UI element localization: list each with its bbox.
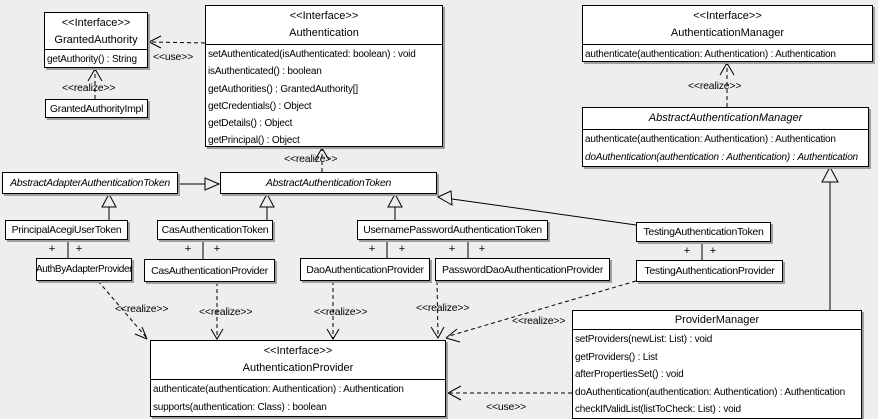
class-name: AuthenticationProvider xyxy=(242,362,354,374)
method: getDetails() : Object xyxy=(208,118,293,130)
association-lines xyxy=(67,240,703,260)
class-name: ProviderManager xyxy=(674,314,760,326)
class-header: <<Interface>> GrantedAuthority xyxy=(45,13,147,49)
method: getAuthority() : String xyxy=(47,54,137,65)
method: authenticate(authentication: Authenticat… xyxy=(153,384,404,395)
class-name: GrantedAuthorityImpl xyxy=(49,102,144,115)
use-label-authentication-grantedauthority: <<use>> xyxy=(153,51,194,63)
class-name: DaoAuthenticationProvider xyxy=(306,263,424,276)
class-granted-authority-impl: GrantedAuthorityImpl xyxy=(45,99,148,118)
generalization-cas-token xyxy=(259,192,275,220)
class-abstract-adapter-authentication-token: AbstractAdapterAuthenticationToken xyxy=(2,172,178,194)
class-cas-authentication-provider: CasAuthenticationProvider xyxy=(144,259,275,282)
class-principal-acegi-user-token: PrincipalAcegiUserToken xyxy=(5,220,128,240)
realize-label-abstract-token: <<realize>> xyxy=(284,153,338,165)
class-authentication: <<Interface>> Authentication setAuthenti… xyxy=(205,5,443,147)
method: getAuthorities() : GrantedAuthority[] xyxy=(208,83,358,95)
association-end-plus: + xyxy=(398,243,406,255)
method: getCredentials() : Object xyxy=(208,100,312,112)
method: doAuthentication(authentication: Authent… xyxy=(575,386,845,398)
class-cas-authentication-token: CasAuthenticationToken xyxy=(157,220,273,240)
class-name: TestingAuthenticationToken xyxy=(643,226,764,238)
method: supports(authentication: Class) : boolea… xyxy=(153,402,327,413)
class-abstract-authentication-token: AbstractAuthenticationToken xyxy=(220,172,437,194)
generalization-adapter-token xyxy=(178,177,221,191)
method-abstract: doAuthentication(authentication : Authen… xyxy=(585,152,858,163)
class-name: PrincipalAcegiUserToken xyxy=(11,224,122,236)
association-end-plus: + xyxy=(184,243,192,255)
realize-label-dao: <<realize>> xyxy=(314,306,368,318)
class-name: AuthByAdapterProvider xyxy=(35,263,133,275)
realize-label-grantedauthorityimpl: <<realize>> xyxy=(62,82,116,94)
realize-label-passworddao: <<realize>> xyxy=(416,302,470,314)
class-authentication-manager: <<Interface>> AuthenticationManager auth… xyxy=(582,5,873,62)
association-end-plus: + xyxy=(709,245,717,257)
method: authenticate(authentication: Authenticat… xyxy=(585,49,836,60)
association-end-plus: + xyxy=(75,243,83,255)
methods-compartment: authenticate(authentication: Authenticat… xyxy=(583,44,872,61)
methods-compartment: authenticate(authentication: Authenticat… xyxy=(151,379,445,416)
generalization-usernamepassword-token xyxy=(387,192,403,220)
stereotype-label: <<Interface>> xyxy=(61,17,131,29)
class-name: AbstractAdapterAuthenticationToken xyxy=(10,177,170,189)
class-header: ProviderManager xyxy=(573,311,861,329)
association-end-plus: + xyxy=(683,245,691,257)
class-abstract-authentication-manager: AbstractAuthenticationManager authentica… xyxy=(582,107,869,167)
realize-label-testing: <<realize>> xyxy=(512,315,566,327)
class-name: CasAuthenticationProvider xyxy=(151,264,268,277)
use-authentication-grantedauthority xyxy=(147,35,206,49)
association-end-plus: + xyxy=(48,243,56,255)
class-provider-manager: ProviderManager setProviders(newList: Li… xyxy=(572,310,862,419)
method: getProviders() : List xyxy=(575,351,658,363)
class-testing-authentication-provider: TestingAuthenticationProvider xyxy=(636,260,783,282)
class-testing-authentication-token: TestingAuthenticationToken xyxy=(636,222,771,242)
stereotype-label: <<Interface>> xyxy=(263,345,333,357)
class-dao-authentication-provider: DaoAuthenticationProvider xyxy=(300,258,430,281)
methods-compartment: getAuthority() : String xyxy=(45,49,147,67)
class-granted-authority: <<Interface>> GrantedAuthority getAuthor… xyxy=(44,12,148,68)
method: setProviders(newList: List) : void xyxy=(575,334,713,345)
class-header: <<Interface>> AuthenticationProvider xyxy=(151,341,445,379)
class-password-dao-authentication-provider: PasswordDaoAuthenticationProvider xyxy=(435,258,610,281)
class-name: AbstractAuthenticationManager xyxy=(648,112,803,124)
generalization-provider-manager xyxy=(821,165,839,310)
method: checkIfValidList(listToCheck: List) : vo… xyxy=(575,404,741,416)
class-auth-by-adapter-provider: AuthByAdapterProvider xyxy=(36,258,132,281)
method: setAuthenticated(isAuthenticated: boolea… xyxy=(208,49,416,60)
stereotype-label: <<Interface>> xyxy=(693,10,762,22)
class-name: UsernamePasswordAuthenticationToken xyxy=(363,224,542,236)
association-end-plus: + xyxy=(478,243,486,255)
association-end-plus: + xyxy=(368,243,376,255)
realize-label-abstract-manager: <<realize>> xyxy=(688,80,742,92)
association-end-plus: + xyxy=(213,243,221,255)
realize-label-authbyadapter: <<realize>> xyxy=(115,303,169,315)
generalization-principal-token xyxy=(101,192,117,220)
stereotype-label: <<Interface>> xyxy=(289,10,359,22)
association-end-plus: + xyxy=(448,243,456,255)
class-name: PasswordDaoAuthenticationProvider xyxy=(441,263,604,276)
method: afterPropertiesSet() : void xyxy=(575,369,684,381)
class-header: AbstractAuthenticationManager xyxy=(583,108,868,129)
realize-label-cas: <<realize>> xyxy=(199,306,253,318)
class-name: AuthenticationManager xyxy=(670,27,785,39)
class-name: CasAuthenticationToken xyxy=(161,224,269,236)
method: isAuthenticated() : boolean xyxy=(208,66,322,78)
class-authentication-provider: <<Interface>> AuthenticationProvider aut… xyxy=(150,340,446,417)
methods-compartment: authenticate(authentication: Authenticat… xyxy=(583,129,868,166)
methods-compartment: setProviders(newList: List) : void getPr… xyxy=(573,329,861,418)
class-name: TestingAuthenticationProvider xyxy=(644,265,775,277)
method: authenticate(authentication: Authenticat… xyxy=(585,134,836,145)
methods-compartment: setAuthenticated(isAuthenticated: boolea… xyxy=(206,44,442,146)
method: getPrincipal() : Object xyxy=(208,135,300,146)
class-name: GrantedAuthority xyxy=(54,34,138,46)
use-providermanager-authenticationprovider xyxy=(446,385,572,401)
class-name: AbstractAuthenticationToken xyxy=(265,177,392,189)
class-username-password-authentication-token: UsernamePasswordAuthenticationToken xyxy=(357,220,548,240)
use-label-providermanager: <<use>> xyxy=(486,401,527,413)
class-name: Authentication xyxy=(289,27,359,39)
class-header: <<Interface>> AuthenticationManager xyxy=(583,6,872,44)
class-header: <<Interface>> Authentication xyxy=(206,6,442,44)
